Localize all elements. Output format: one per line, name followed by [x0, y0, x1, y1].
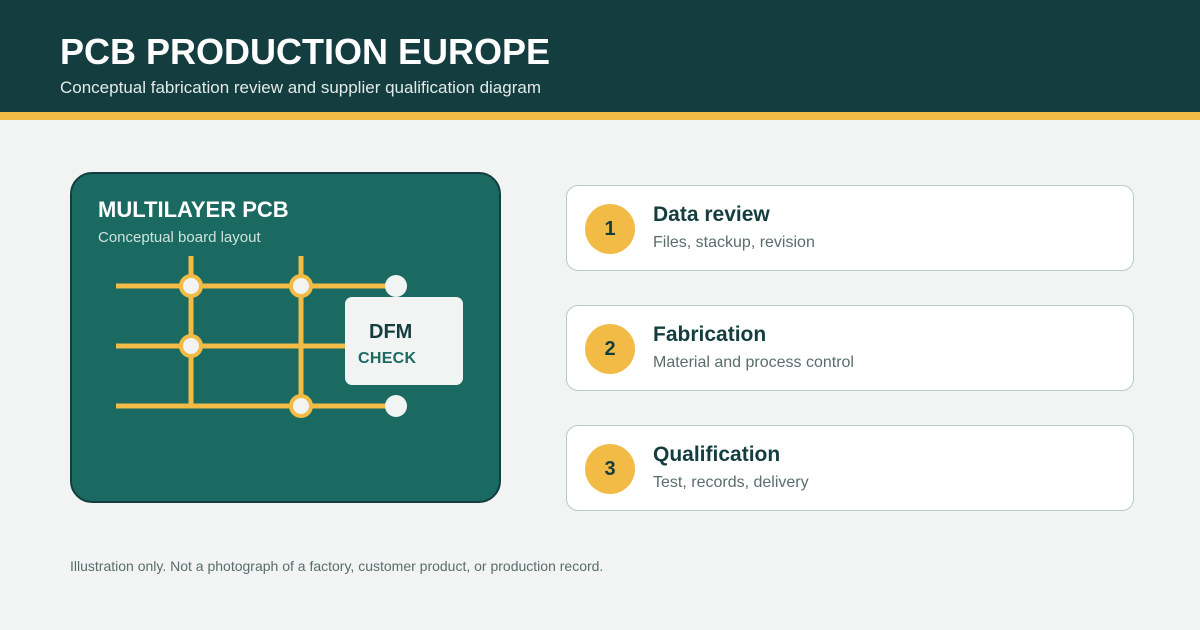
step-card-fabrication: 2 Fabrication Material and process contr… [566, 305, 1134, 391]
pcb-traces-diagram [116, 256, 407, 418]
step-description: Files, stackup, revision [653, 234, 815, 251]
pad-top-end [385, 275, 407, 297]
pad-bottom-end [385, 395, 407, 417]
board-subtitle: Conceptual board layout [98, 229, 261, 246]
page-subtitle: Conceptual fabrication review and suppli… [60, 78, 541, 97]
board-title: MULTILAYER PCB [98, 197, 289, 222]
step-title: Data review [653, 203, 770, 226]
dfm-label: DFM [369, 321, 413, 343]
dfm-check-chip: DFM CHECK [345, 297, 463, 385]
step-description: Test, records, delivery [653, 474, 809, 491]
header-bar: PCB PRODUCTION EUROPE Conceptual fabrica… [0, 0, 1200, 112]
step-number-badge: 3 [585, 444, 635, 494]
header-accent-stripe [0, 112, 1200, 120]
via-middle-left [179, 334, 203, 358]
dfm-check-label: CHECK [358, 350, 417, 367]
step-card-data-review: 1 Data review Files, stackup, revision [566, 185, 1134, 271]
step-number-badge: 2 [585, 324, 635, 374]
via-top-right [289, 274, 313, 298]
pcb-board-panel: MULTILAYER PCB Conceptual board layout D… [70, 172, 501, 503]
via-bottom-right [289, 394, 313, 418]
step-title: Qualification [653, 443, 781, 466]
disclaimer-note: Illustration only. Not a photograph of a… [70, 558, 604, 574]
page-title: PCB PRODUCTION EUROPE [60, 31, 551, 72]
step-description: Material and process control [653, 354, 854, 371]
via-top-left [179, 274, 203, 298]
step-title: Fabrication [653, 323, 767, 346]
step-number-badge: 1 [585, 204, 635, 254]
step-card-qualification: 3 Qualification Test, records, delivery [566, 425, 1134, 511]
